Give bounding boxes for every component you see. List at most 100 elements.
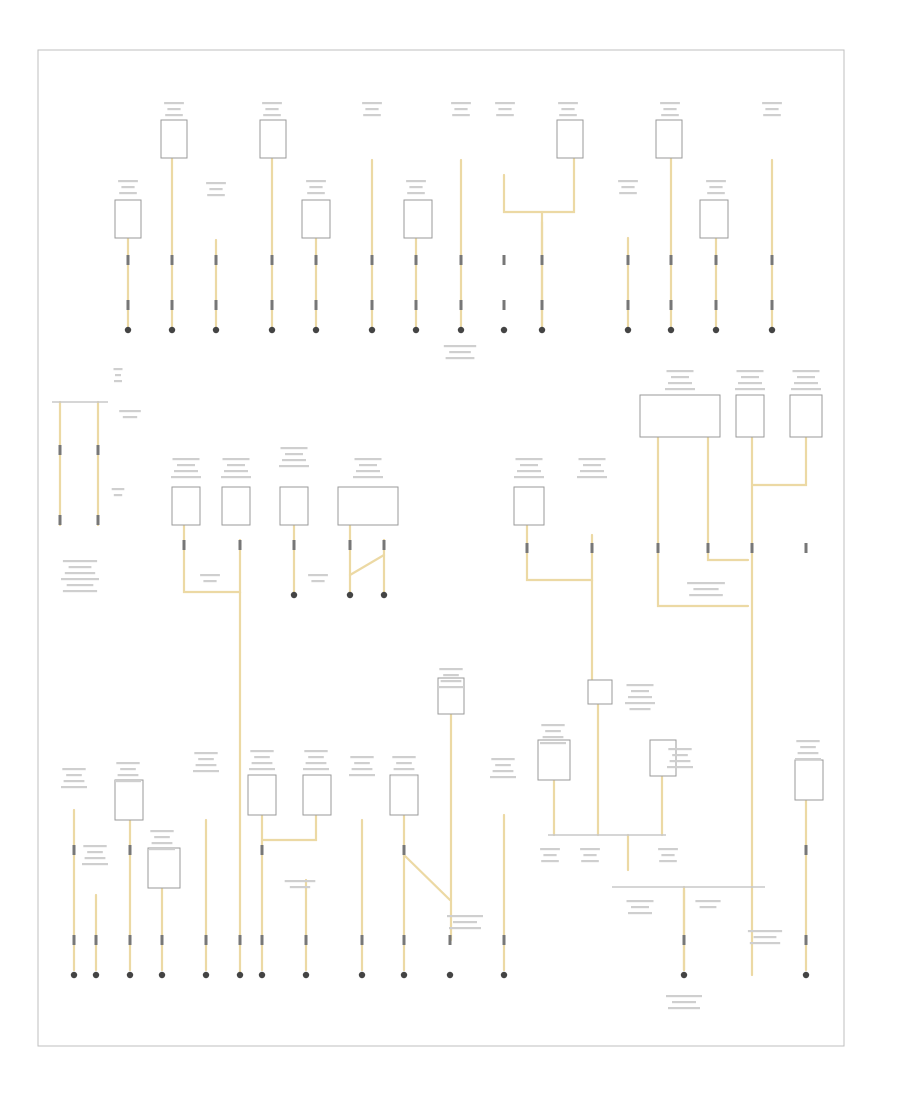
illegible-label <box>406 180 426 183</box>
connector-pin <box>260 935 264 945</box>
illegible-label <box>207 194 225 197</box>
illegible-label <box>669 760 691 763</box>
illegible-label <box>666 995 702 998</box>
illegible-label <box>800 746 816 749</box>
connector-pin <box>540 255 544 265</box>
illegible-label <box>407 192 425 195</box>
illegible-label <box>111 488 125 491</box>
component-box <box>337 486 399 526</box>
illegible-label <box>558 102 578 105</box>
component-box <box>301 199 331 239</box>
ground-point <box>500 971 508 979</box>
illegible-label <box>350 756 374 759</box>
illegible-label <box>177 464 195 467</box>
illegible-label <box>451 102 471 105</box>
illegible-label <box>206 182 226 185</box>
connector-pin <box>72 845 76 855</box>
illegible-label <box>304 750 328 753</box>
illegible-label <box>707 192 725 195</box>
illegible-label <box>671 376 689 379</box>
illegible-label <box>362 102 382 105</box>
illegible-label <box>117 774 139 777</box>
ground-point <box>712 326 720 334</box>
illegible-label <box>254 756 270 759</box>
illegible-label <box>63 780 85 783</box>
illegible-label <box>797 376 815 379</box>
illegible-label <box>795 758 821 761</box>
illegible-label <box>359 464 377 467</box>
connector-pin <box>304 935 308 945</box>
component-box <box>114 779 144 821</box>
illegible-label <box>762 102 782 105</box>
connector-pin <box>128 845 132 855</box>
connector-pin <box>58 445 62 455</box>
component-box <box>171 486 201 526</box>
illegible-label <box>282 459 306 462</box>
ground-point <box>236 971 244 979</box>
ground-point <box>446 971 454 979</box>
ground-point <box>400 971 408 979</box>
connector-pin <box>360 935 364 945</box>
connector-pin <box>292 540 296 550</box>
wire <box>260 813 318 842</box>
connector-pin <box>459 255 463 265</box>
illegible-label <box>541 860 559 863</box>
illegible-label <box>626 684 654 687</box>
connector-pin <box>270 300 274 310</box>
ground-point <box>802 971 810 979</box>
illegible-label <box>115 780 141 783</box>
illegible-label <box>116 762 140 765</box>
illegible-label <box>280 447 308 450</box>
connector-pin <box>126 255 130 265</box>
illegible-label <box>113 494 123 497</box>
illegible-label <box>209 188 223 191</box>
illegible-label <box>120 768 136 771</box>
illegible-label <box>68 566 92 569</box>
illegible-label <box>658 848 678 851</box>
wire <box>502 156 576 214</box>
connector-pin <box>370 300 374 310</box>
illegible-label <box>540 742 566 745</box>
illegible-label <box>64 572 96 575</box>
connector-pin <box>238 935 242 945</box>
connector-pin <box>502 255 506 265</box>
wire <box>525 523 594 582</box>
illegible-label <box>628 696 652 699</box>
ground-point <box>70 971 78 979</box>
connector-pin <box>260 845 264 855</box>
diagram-frame <box>37 49 845 1047</box>
ground-point <box>302 971 310 979</box>
illegible-label <box>619 192 637 195</box>
illegible-label <box>391 774 417 777</box>
illegible-label <box>203 580 217 583</box>
illegible-label <box>122 416 138 419</box>
ground-point <box>124 326 132 334</box>
connector-pin <box>590 543 594 553</box>
connector-pin <box>626 255 630 265</box>
ground-point <box>158 971 166 979</box>
component-box <box>302 774 332 816</box>
component-box <box>587 679 613 705</box>
connector-pin <box>414 255 418 265</box>
ground-point <box>538 326 546 334</box>
illegible-label <box>172 458 200 461</box>
component-box <box>649 739 677 777</box>
connector-pin <box>204 935 208 945</box>
illegible-label <box>498 108 512 111</box>
connector-pin <box>502 300 506 310</box>
illegible-label <box>200 574 220 577</box>
illegible-label <box>449 927 481 930</box>
illegible-label <box>667 766 693 769</box>
illegible-label <box>118 180 138 183</box>
illegible-label <box>496 114 514 117</box>
illegible-label <box>409 186 423 189</box>
connector-pin <box>706 543 710 553</box>
connector-pin <box>270 255 274 265</box>
connector-pin <box>182 540 186 550</box>
connector-pin <box>96 445 100 455</box>
ground-point <box>312 326 320 334</box>
illegible-label <box>559 114 577 117</box>
illegible-label <box>666 370 694 373</box>
connector-pin <box>402 845 406 855</box>
